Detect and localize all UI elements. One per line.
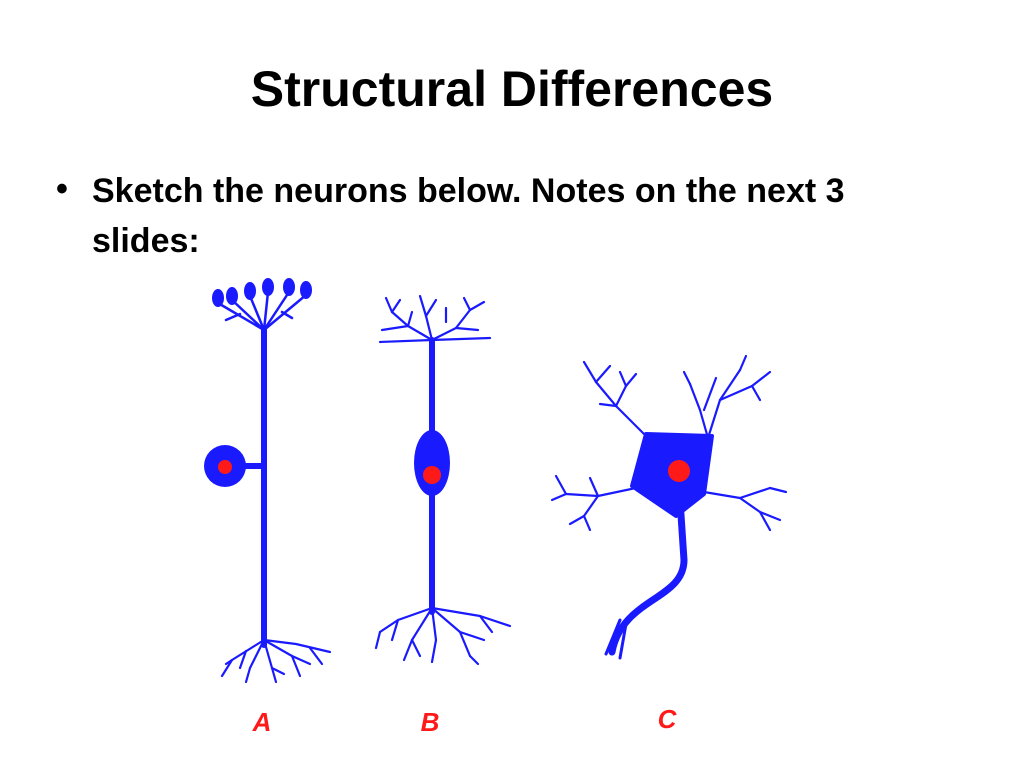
neuron-c [550,354,788,660]
neuron-a-bottom-branches [220,638,332,684]
neuron-a-top-branches [216,290,308,332]
neuron-a [204,278,332,684]
neuron-b-bottom-branches [374,606,512,666]
neuron-b-nucleus [423,466,441,484]
label-b: B [421,707,440,737]
neuron-a-terminal-knobs [212,278,312,307]
slide-title: Structural Differences [250,61,774,117]
neuron-c-axon [608,496,688,656]
neuron-a-nucleus [218,460,232,474]
label-c: C [658,704,678,734]
bullet-marker: • [56,170,68,208]
label-a: A [252,707,272,737]
neuron-b [374,294,512,666]
neuron-c-nucleus [668,460,690,482]
neuron-b-cell-body [414,430,450,496]
bullet-text: Sketch the neurons below. Notes on the n… [92,172,845,260]
neuron-b-top-branches [378,294,492,344]
neuron-c-dendrites [550,354,788,532]
